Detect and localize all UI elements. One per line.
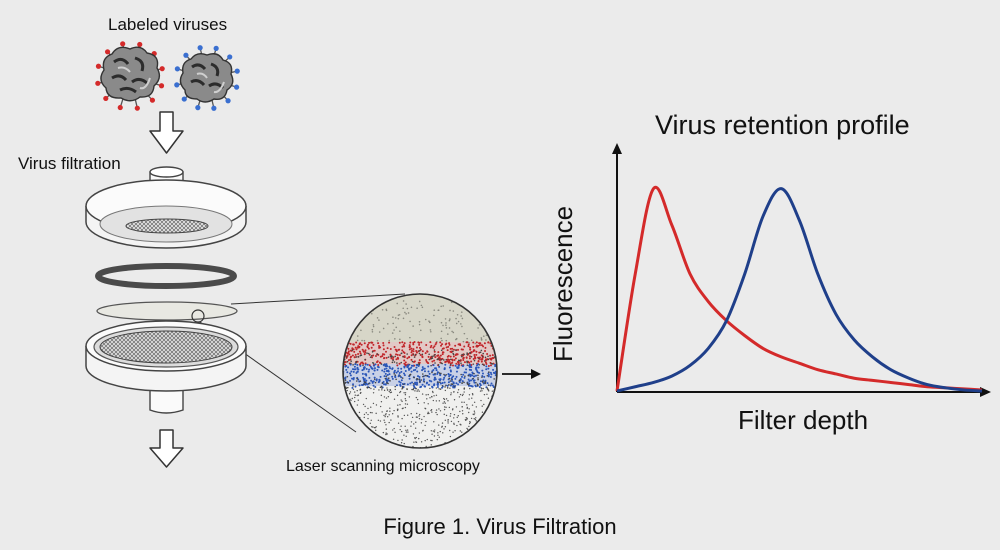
fluorescent-label-dot: [181, 96, 187, 102]
fluorescent-label-dot: [137, 41, 143, 48]
fluorescent-label-dot: [159, 66, 165, 72]
y-axis-label: Fluorescence: [548, 205, 578, 362]
arrow-down-icon: [149, 111, 184, 154]
microscopy-label: Laser scanning microscopy: [286, 458, 480, 475]
fluorescent-label-dot: [195, 105, 201, 111]
fluorescent-label-dot: [183, 52, 189, 58]
fluorescent-label-dot: [174, 82, 180, 88]
virus-filtration-label: Virus filtration: [18, 154, 121, 173]
chart-title: Virus retention profile: [655, 110, 910, 140]
fluorescent-label-dot: [211, 105, 217, 111]
series-line-1: [616, 187, 983, 393]
retention-chart: [612, 143, 991, 397]
red-labeled-virus: [95, 41, 165, 111]
fluorescent-label-dot: [234, 84, 240, 90]
fluorescent-label-dot: [197, 45, 203, 51]
filter-housing-top: [85, 166, 247, 249]
labeled-viruses-label: Labeled viruses: [108, 15, 228, 34]
fluorescent-label-dot: [95, 63, 102, 69]
fluorescent-label-dot: [225, 98, 231, 104]
fluorescent-label-dot: [227, 54, 233, 60]
filter-housing-bottom: [85, 320, 247, 414]
filter-membrane: [96, 301, 238, 321]
fluorescent-label-dot: [149, 97, 156, 103]
fluorescent-label-dot: [134, 105, 140, 111]
zoom-marker: [191, 309, 205, 323]
arrow-down-icon: [149, 429, 184, 468]
fluorescent-label-dot: [103, 95, 109, 102]
figure-caption: Figure 1. Virus Filtration: [383, 514, 617, 539]
x-axis-label: Filter depth: [738, 405, 869, 435]
fluorescent-label-dot: [234, 68, 240, 74]
arrow-right-icon: [502, 369, 541, 379]
o-ring: [95, 263, 237, 289]
fluorescent-label-dot: [104, 49, 111, 55]
fluorescent-label-dot: [120, 41, 126, 47]
fluorescent-label-dot: [117, 104, 123, 111]
microscopy-magnified-view: [342, 293, 498, 449]
fluorescent-label-dot: [158, 83, 165, 89]
fluorescent-label-dot: [95, 80, 101, 86]
blue-labeled-virus: [174, 45, 240, 111]
fluorescent-label-dot: [174, 66, 180, 72]
series-line-0: [615, 185, 983, 392]
fluorescent-label-dot: [213, 45, 219, 51]
